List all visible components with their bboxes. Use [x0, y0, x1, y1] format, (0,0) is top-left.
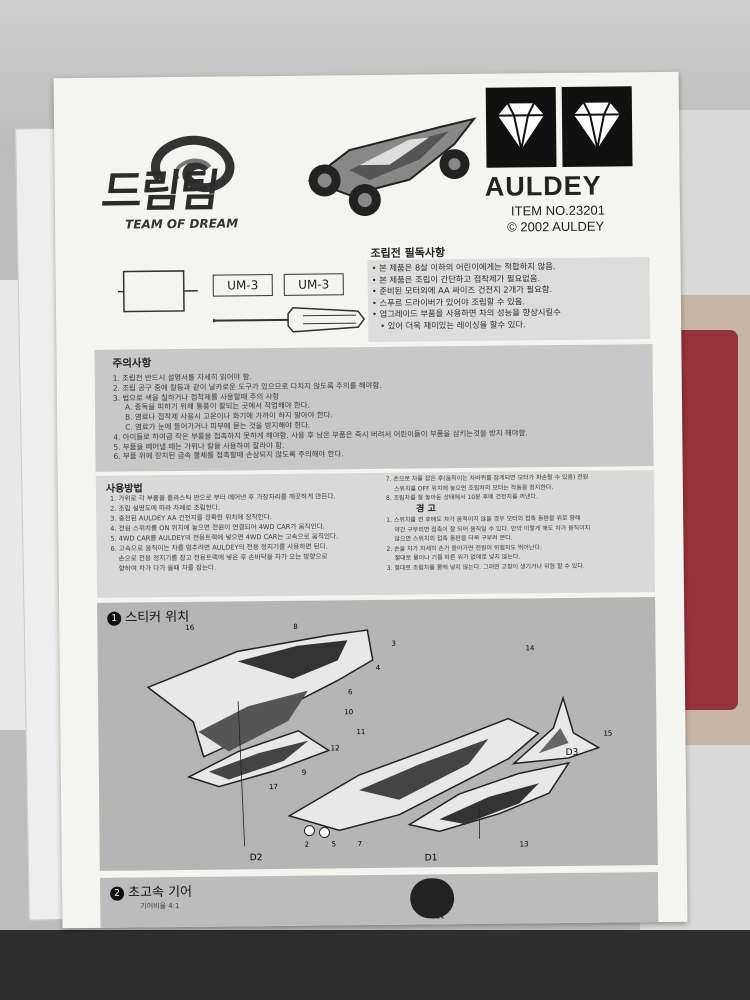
part-number: 12 — [330, 744, 340, 753]
part-number: 6 — [347, 688, 353, 697]
battery-um3-label: UM-3 — [212, 274, 273, 297]
auldey-diamond-logo-right — [561, 86, 633, 167]
label-d3: D3 — [565, 747, 579, 758]
step-number-badge: 2 — [110, 886, 125, 901]
list-item: 있어 더욱 재미있는 레이싱을 할수 있다. — [368, 318, 650, 332]
caution-section: 주의사항 1. 조립전 반드시 설명서를 자세히 읽어야 함. 2. 조립 공구… — [94, 344, 654, 472]
part-number: 11 — [356, 728, 366, 737]
part-number: 16 — [185, 623, 195, 632]
part-number: 15 — [603, 729, 613, 738]
copyright: © 2002 AULDEY — [507, 218, 605, 235]
warning-line: 3. 절대로 조립차를 물에 넣지 않는다. 그러면 고장이 생기거나 위험 할… — [386, 562, 585, 572]
part-number: 14 — [525, 644, 535, 653]
race-car-illustration — [307, 117, 477, 217]
part-number: 3 — [391, 639, 397, 648]
sticker-diagram — [146, 629, 601, 847]
instruction-sheet: 드림팀 TEAM OF DREAM AULDEY ITEM NO.23201 ©… — [53, 71, 688, 929]
logo-subtitle: TEAM OF DREAM — [125, 216, 239, 232]
gear-label: G11 — [430, 912, 445, 921]
background-bottom — [0, 930, 750, 1000]
part-number: 13 — [519, 840, 529, 849]
part-number: 7 — [357, 840, 363, 849]
part-number: 8 — [293, 622, 298, 631]
pre-assembly-box: 본 제품은 8살 이하의 어린이에게는 적합하지 않음. 본 제품은 조립이 간… — [367, 257, 651, 343]
brand-name: AULDEY — [484, 170, 602, 202]
part-number: 10 — [344, 708, 354, 717]
usage-line: 향하여 차가 다가 올때 차를 잡는다. — [118, 563, 217, 573]
auldey-diamond-logo-left — [485, 87, 557, 168]
part-number: 4 — [375, 663, 381, 672]
usage-right-column: 7. 손으로 차를 잡은 후(움직이는 차바퀴를 잡게되면 모터가 파손될 수 … — [386, 473, 591, 573]
step1-title-text: 스티커 위치 — [125, 609, 190, 626]
item-number: ITEM NO.23201 — [510, 202, 605, 219]
usage-left-column: 1. 가위로 각 부품을 플라스틱 판으로 부터 떼어낸 후 가장자리를 깨끗하… — [110, 491, 339, 573]
diamond-icon — [497, 102, 544, 150]
label-d2: D2 — [249, 853, 263, 864]
gear-ratio: 기어비율 4:1 — [140, 902, 180, 911]
logo-title: 드림팀 — [98, 165, 221, 218]
step2-title-text: 초고속 기어 — [128, 884, 193, 901]
usage-section: 사용방법 1. 가위로 각 부품을 플라스틱 판으로 부터 떼어낸 후 가장자리… — [95, 470, 655, 598]
part-number: 2 — [304, 840, 310, 849]
diamond-icon — [573, 102, 620, 149]
part-number: 17 — [268, 782, 278, 792]
part-number: 5 — [331, 840, 337, 849]
label-d1: D1 — [424, 853, 438, 864]
battery-um3-label: UM-3 — [283, 273, 344, 296]
part-number: 9 — [301, 768, 307, 777]
motor-and-screwdriver-illustration — [117, 270, 366, 333]
team-of-dream-logo-icon — [151, 135, 235, 193]
step-number-badge: 1 — [107, 611, 122, 626]
